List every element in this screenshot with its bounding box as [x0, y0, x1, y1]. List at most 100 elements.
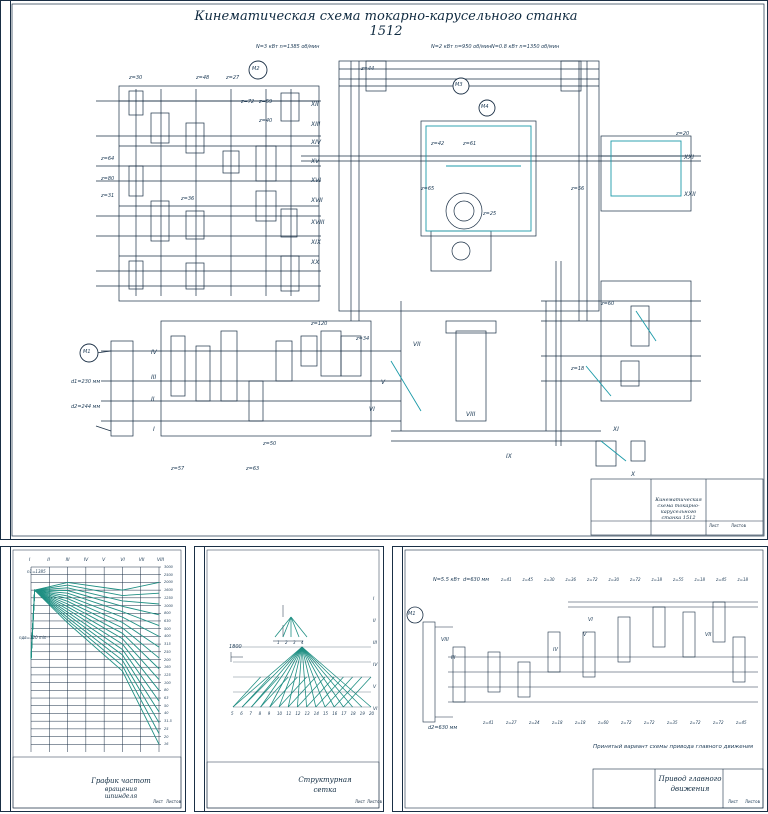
drive-top-gear-label: z=30 — [544, 577, 555, 582]
shaft-xii: XII — [311, 101, 319, 108]
freq-speed-label: 1000 — [164, 603, 173, 608]
drive-top-gear-label: z=18 — [651, 577, 663, 582]
gear-label: z=34 — [356, 336, 370, 342]
freq-speed-label: 200 — [164, 657, 171, 662]
grid-right-label: I — [373, 597, 375, 602]
freq-shaft-label: I — [29, 558, 31, 563]
freq-speed-label: 630 — [164, 618, 171, 623]
grid-scale-number: 12 — [295, 711, 301, 716]
motor-spec-3: N=0.8 кВт n=1350 об/мин — [491, 44, 560, 50]
freq-speed-line — [30, 589, 160, 713]
shaft-viii: VIII — [466, 411, 476, 418]
drive-bottom-gear-label: z=72 — [621, 720, 632, 725]
freq-speed-label: 31.5 — [164, 719, 172, 724]
belt-label-bottom: d2=244 мм — [71, 404, 101, 410]
gear-label: z=40 — [259, 118, 273, 124]
gear-label: z=60 — [601, 301, 615, 307]
drive-top-gear-label: z=41 — [501, 577, 512, 582]
grid-right-label: III — [373, 641, 377, 646]
drive-motor-label: М1 — [408, 611, 416, 617]
grid-scale-number: 10 — [277, 711, 283, 716]
freq-shaft-label: III — [65, 558, 70, 563]
grid-scale-number: 19 — [359, 711, 365, 716]
freq-speed-line — [30, 589, 160, 745]
frequency-graph — [12, 549, 182, 809]
freq-speed-label: 63 — [164, 696, 169, 701]
freq-title-block: График частот вращения шпинделя Лист Лис… — [91, 769, 181, 809]
gear-label: z=61 — [463, 141, 477, 147]
main-stamp-sheets: Листов — [731, 523, 746, 528]
shaft-x: X — [631, 471, 636, 478]
main-drive-drawing — [404, 549, 764, 809]
freq-speed-label: 250 — [164, 649, 171, 654]
shaft-xxii: XXII — [684, 191, 696, 198]
freq-speed-label: 25 — [164, 726, 169, 731]
drive-top-gear-label: z=30 — [608, 577, 620, 582]
motor-label-m2: М2 — [252, 66, 260, 72]
freq-speed-label: 500 — [164, 626, 171, 631]
freq-stamp-sheet: Лист — [153, 799, 164, 804]
freq-speed-label: 20 — [164, 734, 169, 739]
freq-speed-label: 160 — [164, 665, 171, 670]
gear-label: z=48 — [196, 75, 210, 81]
gear-label: z=63 — [246, 466, 260, 472]
shaft-xvi: XVI — [311, 177, 321, 184]
drive-bottom-gear-label: z=72 — [690, 720, 701, 725]
drive-stamp-sheets: Листов — [745, 799, 760, 804]
drive-shaft-label: VIII — [441, 637, 449, 643]
grid-scale-number: 5 — [231, 711, 234, 716]
motor-label-m1: М1 — [83, 349, 91, 355]
drive-title-line2: движения — [670, 785, 710, 793]
freq-speed-label: 80 — [164, 688, 169, 693]
motor-spec-1: N=3 кВт n=1385 об/мин — [256, 44, 320, 50]
gear-label: z=25 — [483, 211, 497, 217]
freq-speed-label: 800 — [164, 611, 171, 616]
main-side-strip — [1, 1, 11, 539]
grid-scale-number: 8 — [258, 711, 262, 716]
grid-scale-number: 6 — [240, 711, 243, 716]
shaft-iv: IV — [151, 349, 157, 356]
freq-shaft-label: VIII — [157, 558, 165, 563]
freq-speed-label: 125 — [164, 672, 171, 677]
freq-speed-label: 50 — [164, 703, 169, 708]
grid-scale-number: 14 — [313, 711, 319, 716]
drive-shaft-label: III — [451, 655, 456, 661]
freq-speed-label: 2500 — [164, 572, 173, 577]
grid-right-label: VI — [373, 707, 378, 712]
gear-label: z=80 — [101, 176, 115, 182]
gear-label: z=18 — [571, 366, 585, 372]
drive-belt-top: d=630 мм — [463, 577, 490, 583]
grid-scale-number: 9 — [267, 711, 271, 716]
grid-title-line2: сетка — [313, 786, 337, 794]
drive-top-gear-label: z=55 — [673, 577, 684, 582]
freq-speed-label: 16 — [164, 742, 169, 747]
drive-top-gear-label: z=18 — [694, 577, 706, 582]
shaft-xvii: XVII — [311, 197, 323, 204]
shaft-v: V — [381, 379, 386, 386]
gear-label: z=44 — [361, 66, 375, 72]
grid-scale-number: 15 — [323, 711, 329, 716]
shaft-xviii: XVIII — [311, 219, 325, 226]
main-kinematic-sheet: Кинематическая схема токарно-карусельног… — [0, 0, 768, 540]
shaft-xi: XI — [613, 426, 619, 433]
drive-bottom-gear-label: z=18 — [575, 720, 586, 725]
freq-shaft-label: IV — [83, 558, 89, 563]
motor-label-m3: М3 — [455, 82, 463, 88]
drive-bottom-gear-label: z=72 — [644, 720, 655, 725]
shaft-xix: XIX — [311, 239, 321, 246]
freq-shaft-label: VII — [138, 558, 145, 563]
gear-label: z=36 — [181, 196, 195, 202]
drive-motor-icon — [406, 606, 424, 624]
grid-top-ray — [274, 616, 292, 638]
drive-belt-bottom: d2=630 мм — [428, 725, 458, 731]
gear-label: z=56 — [571, 186, 585, 192]
gear-label: z=59 — [259, 99, 273, 105]
drive-shaft-label: VII — [705, 632, 712, 638]
shaft-ix: IX — [506, 453, 512, 460]
drive-shaft-label: V — [583, 632, 587, 638]
shaft-xx: XX — [311, 259, 320, 266]
main-title: Кинематическая схема токарно-карусельног… — [194, 9, 578, 39]
shaft-xv: XV — [311, 158, 320, 165]
drive-bottom-gear-label: z=18 — [552, 720, 563, 725]
